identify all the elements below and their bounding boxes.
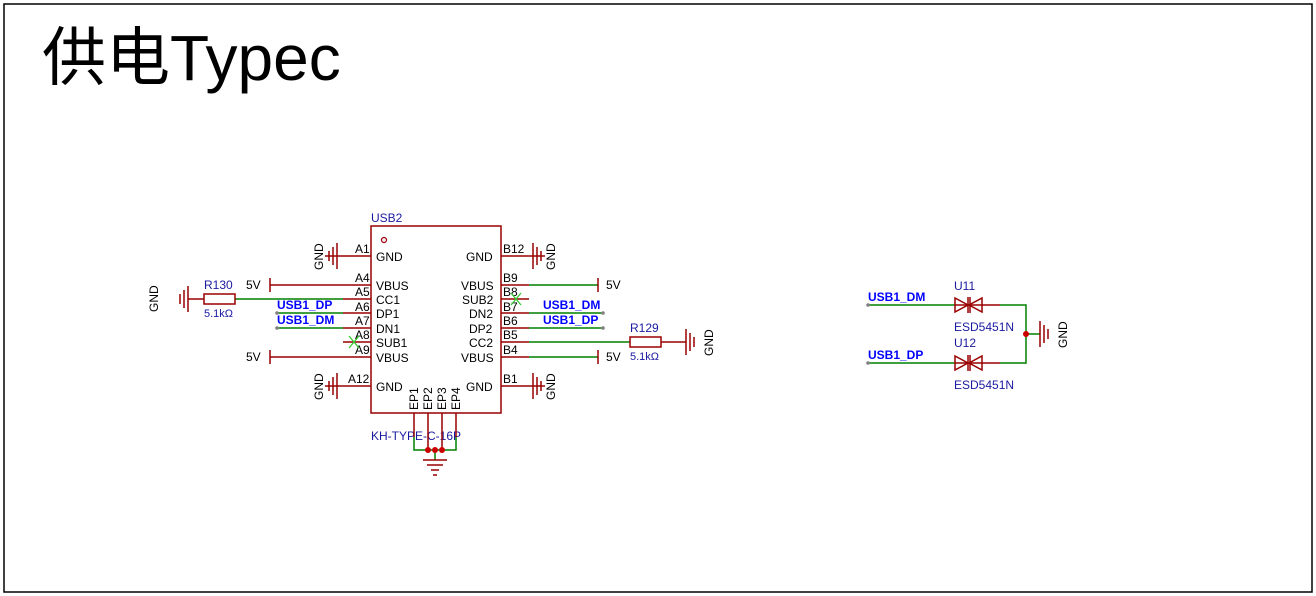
- 5v-label: 5V: [246, 278, 261, 292]
- junction-dot: [425, 447, 431, 453]
- pin-name: DP1: [376, 307, 400, 321]
- u12-part: ESD5451N: [954, 378, 1014, 392]
- pin-number: A4: [355, 271, 370, 285]
- pin-number: A12: [348, 372, 370, 386]
- pin-name: CC1: [376, 293, 400, 307]
- r130-value: 5.1kΩ: [204, 308, 233, 320]
- pin-name: DN2: [469, 307, 493, 321]
- pin-name: GND: [466, 380, 493, 394]
- pin-number: B5: [503, 328, 518, 342]
- vbus-b9: 5V: [529, 278, 621, 292]
- pin-number: B7: [503, 300, 518, 314]
- left-usb-nets: USB1_DP USB1_DM: [275, 298, 343, 330]
- diode-u11[interactable]: USB1_DM U11 ESD5451N: [866, 279, 1014, 334]
- 5v-label: 5V: [606, 350, 621, 364]
- ep-pin-name: EP1: [407, 387, 421, 410]
- pin-name: DN1: [376, 322, 400, 336]
- gnd-b12: GND: [529, 243, 558, 270]
- gnd-label: GND: [1056, 321, 1070, 348]
- right-usb-nets: USB1_DM USB1_DP: [529, 298, 605, 330]
- usb-bottom-pins: [413, 413, 457, 450]
- resistor-r130[interactable]: GND R130 5.1kΩ: [147, 278, 343, 320]
- u11-designator: U11: [954, 279, 975, 293]
- net-label-usb-dp: USB1_DP: [543, 313, 598, 327]
- vbus-b4: 5V: [529, 350, 621, 364]
- u11-part: ESD5451N: [954, 320, 1014, 334]
- junction-dot: [439, 447, 445, 453]
- gnd-a12: GND: [312, 373, 343, 400]
- pin-number: B9: [503, 271, 518, 285]
- pin-number: B12: [503, 242, 525, 256]
- pin-name: VBUS: [461, 351, 494, 365]
- esd-ground-wiring: GND: [1000, 304, 1070, 364]
- usb-connector[interactable]: USB2 KH-TYPE-C-16P A1 A4 A5 A6 A7 A8 A9 …: [343, 211, 529, 450]
- ep-ground-wiring: [413, 437, 457, 476]
- pin-number: B8: [503, 285, 518, 299]
- gnd-label: GND: [544, 373, 558, 400]
- no-connect-a8: [348, 335, 360, 349]
- junction-dot: [432, 447, 438, 453]
- 5v-label: 5V: [246, 350, 261, 364]
- pin-number: B4: [503, 343, 518, 357]
- usb-connector-body: [370, 225, 502, 414]
- pin-name: GND: [466, 250, 493, 264]
- gnd-b1: GND: [529, 373, 558, 400]
- pin-name: GND: [376, 380, 403, 394]
- pin-name: CC2: [469, 336, 493, 350]
- ep-pin-name: EP3: [435, 387, 449, 410]
- r129-value: 5.1kΩ: [630, 351, 659, 363]
- r129-designator: R129: [630, 321, 659, 335]
- net-label-usb-dp: USB1_DP: [277, 298, 332, 312]
- resistor-r129[interactable]: GND R129 5.1kΩ: [529, 321, 716, 363]
- pin-number: A9: [355, 343, 370, 357]
- pin-name: VBUS: [461, 279, 494, 293]
- ep-pin-name: EP4: [449, 387, 463, 410]
- net-label-usb-dm: USB1_DM: [868, 290, 925, 304]
- u12-designator: U12: [954, 336, 976, 350]
- gnd-label: GND: [702, 329, 716, 356]
- net-label-usb-dp: USB1_DP: [868, 348, 923, 362]
- gnd-a1: GND: [312, 243, 343, 270]
- ground-symbol: [423, 459, 447, 476]
- pin-number: B1: [503, 372, 518, 386]
- pin-name: SUB2: [462, 293, 494, 307]
- usb-designator: USB2: [371, 211, 403, 225]
- pin-name: VBUS: [376, 351, 409, 365]
- gnd-label: GND: [312, 373, 326, 400]
- vbus-a4: 5V: [246, 278, 343, 292]
- usb-left-pins: [343, 255, 371, 387]
- ep-pin-name: EP2: [421, 387, 435, 410]
- pin-name: SUB1: [376, 336, 408, 350]
- pin-number: A6: [355, 300, 370, 314]
- diode-u12[interactable]: USB1_DP U12 ESD5451N: [866, 336, 1014, 392]
- 5v-label: 5V: [606, 278, 621, 292]
- pin-number: A8: [355, 328, 370, 342]
- pin-number: A7: [355, 314, 370, 328]
- sheet-border: [3, 3, 1313, 593]
- pin-name: DP2: [469, 322, 493, 336]
- r130-designator: R130: [204, 278, 233, 292]
- pin-number: A5: [355, 285, 370, 299]
- gnd-label: GND: [312, 243, 326, 270]
- net-label-usb-dm: USB1_DM: [543, 298, 600, 312]
- pin-name: GND: [376, 250, 403, 264]
- pin-number: B6: [503, 314, 518, 328]
- pin-number: A1: [355, 242, 370, 256]
- no-connect-b8: [510, 292, 522, 306]
- vbus-a9: 5V: [246, 350, 343, 364]
- pin1-marker: [380, 236, 388, 244]
- gnd-label: GND: [147, 285, 161, 312]
- usb-right-pins: [501, 255, 529, 387]
- usb-part-value: KH-TYPE-C-16P: [371, 429, 461, 443]
- net-label-usb-dm: USB1_DM: [277, 313, 334, 327]
- pin-name: VBUS: [376, 279, 409, 293]
- sheet-title: 供电Typec: [42, 22, 341, 94]
- junction-dot: [1023, 331, 1029, 337]
- gnd-label: GND: [544, 243, 558, 270]
